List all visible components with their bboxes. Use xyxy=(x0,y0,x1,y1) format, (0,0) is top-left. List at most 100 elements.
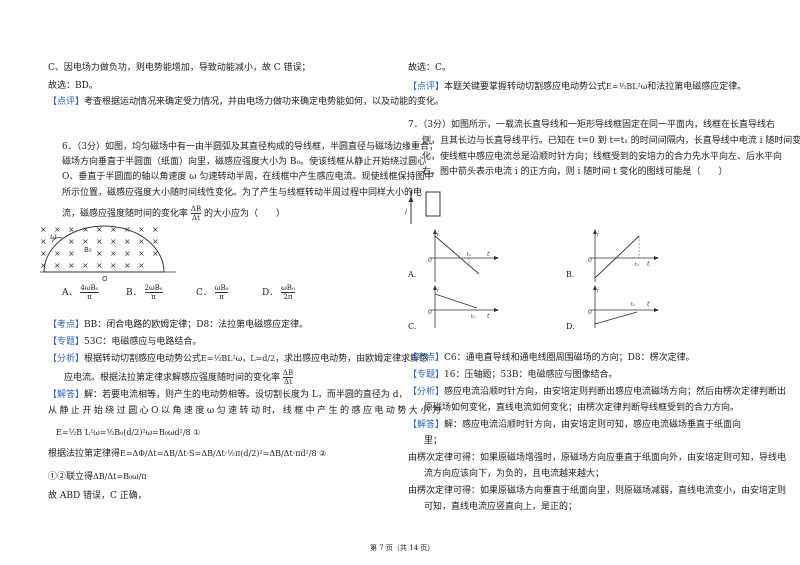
q7-setup-figure: i xyxy=(405,190,441,224)
svg-text:×: × xyxy=(138,261,145,270)
right-jieda-7: 可知，直线电流应竖直向上，是正的； xyxy=(424,502,578,512)
r-jieda-text-2: 感应电流沿顺时针方向，由安培定则可知，感应电流磁场垂直于纸面向 xyxy=(462,420,742,430)
option-c[interactable]: C． ωB₀ π xyxy=(196,284,229,301)
svg-text:×: × xyxy=(124,261,131,270)
rect-frame xyxy=(425,191,441,217)
svg-text:×: × xyxy=(152,237,159,246)
option-c-fraction: ωB₀ π xyxy=(214,284,229,301)
svg-text:×: × xyxy=(110,261,117,270)
svg-text:×: × xyxy=(124,237,131,246)
left-jieda-5: 故 ABD 错误，C 正确， xyxy=(48,491,147,501)
jieda-tag: 【解答】 xyxy=(48,390,85,400)
option-a-num: 4ωB₀ xyxy=(80,284,99,293)
svg-text:×: × xyxy=(152,249,159,258)
formula-2: E=ΔΦ/Δt=ΔB/Δt·S=ΔB/Δt·½π(d/2)²=ΔB/Δt·πd²… xyxy=(120,449,327,458)
graph-d-0: 0 xyxy=(588,309,592,316)
omega-label: ω xyxy=(50,232,57,241)
kaodian-tag: 【考点】 xyxy=(48,320,85,330)
q6-line-3: O、垂直于半圆面的轴以角速度 ω 匀速转动半周，在线框中产生感应电流。现使线框保… xyxy=(62,172,434,182)
center-o-label: O xyxy=(102,275,108,283)
svg-text:×: × xyxy=(40,261,47,270)
option-b-num: 2ωB₀ xyxy=(144,284,163,293)
r-fenxi-tag: 【分析】 xyxy=(408,387,445,397)
right-kaodian: 【考点】C6：通电直导线和通电线圈周围磁场的方向；D8：楞次定律。 xyxy=(408,352,695,365)
option-b[interactable]: B． 2ωB₀ π xyxy=(126,284,163,301)
svg-text:×: × xyxy=(54,225,61,234)
formula-1: E=½B L²ω=½B₀(d/2)²ω=B₀ωd²/8 ① xyxy=(56,428,201,437)
right-dianping: 【点评】本题关键要掌握转动切割感应电动势公式E=½BL²ω和法拉第电磁感应定律。 xyxy=(408,80,746,94)
r-jieda-text-1: 解： xyxy=(444,420,463,430)
left-jieda-2: 从 静 止 开 始 绕 过 圆 心 O 以 角 速 度 ω 匀 速 转 动 时，… xyxy=(48,406,441,416)
graph-a-0: 0 xyxy=(428,257,432,264)
svg-text:×: × xyxy=(40,225,47,234)
left-kaodian: 【考点】BB：闭合电路的欧姆定律；D8：法拉第电磁感应定律。 xyxy=(48,319,308,332)
svg-text:×: × xyxy=(96,249,103,258)
fenxi-rate-num: ΔB xyxy=(282,369,294,378)
semicircle-frame xyxy=(43,225,165,273)
option-a-label: A． xyxy=(62,288,78,298)
option-a-den: π xyxy=(87,293,92,301)
svg-text:×: × xyxy=(96,225,103,234)
q7-line-1: 7．（3分）如图所示，一载流长直导线和一矩形导线框固定在同一平面内，线框在长直导… xyxy=(408,120,775,130)
option-b-den: π xyxy=(151,293,156,301)
r-kaodian-tag: 【考点】 xyxy=(408,353,445,363)
option-c-label: C． xyxy=(196,288,212,298)
fenxi-rate-fraction: ΔB Δt xyxy=(282,369,294,386)
current-arrow-icon xyxy=(408,196,414,202)
kaodian-text: BB：闭合电路的欧姆定律；D8：法拉第电磁感应定律。 xyxy=(84,320,309,330)
formula-3: ΔB/Δt=B₀ω/π xyxy=(93,472,147,481)
svg-text:×: × xyxy=(68,237,75,246)
q6-line-4: 所示位置，磁感应强度大小随时间线性变化。为了产生与线框转动半周过程中同样大小的电 xyxy=(62,188,423,198)
rate-num: ΔB xyxy=(190,205,202,214)
option-b-label: B． xyxy=(126,288,142,298)
jieda-text-4: ①②联立得 xyxy=(48,472,94,482)
r-zhuanti-text: 16：压轴题；53B：电磁感应与图像结合。 xyxy=(444,370,618,380)
svg-text:×: × xyxy=(54,249,61,258)
graph-d-t: t xyxy=(647,301,650,308)
graph-a-t: t xyxy=(487,251,490,258)
option-b-fraction: 2ωB₀ π xyxy=(144,284,163,301)
graph-c: i 0 t₁ t xyxy=(428,285,499,328)
option-c-num: ωB₀ xyxy=(214,284,229,293)
graph-d-i: i xyxy=(597,287,599,294)
dianping-text: 考查根据运动情况来确定受力情况，并由电场力做功来确定电势能如何，以及动能的变化。 xyxy=(84,97,445,107)
graph-d-label[interactable]: D. xyxy=(566,322,575,331)
wire-current-label: i xyxy=(405,208,407,216)
left-dianping: 【点评】考查根据运动情况来确定受力情况，并由电场力做功来确定电势能如何，以及动能… xyxy=(48,96,444,109)
graph-b-0: 0 xyxy=(588,257,592,264)
fenxi-text-1b: ，求出感应电动势，由欧姆定律求解感 xyxy=(275,354,429,364)
option-d-num: ωB₀ xyxy=(281,284,295,293)
svg-text:×: × xyxy=(96,261,103,270)
r-dianping-formula: E=½BL²ω xyxy=(606,82,648,91)
left-line-2: 故选：BD。 xyxy=(48,81,98,91)
graph-b-label[interactable]: B. xyxy=(566,270,575,279)
graph-a-label[interactable]: A. xyxy=(408,270,417,279)
svg-text:×: × xyxy=(68,225,75,234)
fenxi-rate-den: Δt xyxy=(284,378,292,386)
graph-a-i: i xyxy=(437,231,439,238)
svg-text:×: × xyxy=(96,237,103,246)
q6-line-5: 流，磁感应强度随时间的变化率 ΔB Δt 的大小应为（ ） xyxy=(62,205,285,222)
rate-den: Δt xyxy=(192,214,200,222)
graph-c-label[interactable]: C. xyxy=(408,322,417,331)
zhuanti-text: 53C：电磁感应与电路结合。 xyxy=(84,337,202,347)
graph-c-t: t xyxy=(487,313,490,320)
option-a-fraction: 4ωB₀ π xyxy=(80,284,99,301)
jieda-text-3: 根据法拉第定律得 xyxy=(48,449,121,459)
left-jieda-3: 根据法拉第定律得E=ΔΦ/Δt=ΔB/Δt·S=ΔB/Δt·½π(d/2)²=Δ… xyxy=(48,447,326,461)
right-fenxi-2: 原磁场如何变化，直线电流如何变化；由楞次定律判断导线框受到的合力方向。 xyxy=(424,403,740,413)
b0-label: B₀ xyxy=(84,246,92,254)
jieda-text-1: 解：若要电流相等，则产生的电动势相等。设切割长度为 L，而半圆的直径为 d， xyxy=(84,390,408,400)
svg-text:×: × xyxy=(124,249,131,258)
rate-fraction: ΔB Δt xyxy=(190,205,202,222)
q6-figure: ××××××××× ×××××××× ×××××××× ×××××××× ω B… xyxy=(40,225,176,283)
svg-text:×: × xyxy=(110,249,117,258)
r-fenxi-text-1: 感应电流沿顺时针方向，由安培定则判断出感应电流磁场方向；然后由楞次定律判断出 xyxy=(444,387,787,397)
svg-text:×: × xyxy=(40,237,47,246)
option-a[interactable]: A． 4ωB₀ π xyxy=(62,284,99,301)
svg-text:×: × xyxy=(82,237,89,246)
option-d[interactable]: D． ωB₀ 2π xyxy=(262,284,295,301)
graph-a: i 0 t₁ t xyxy=(428,229,499,282)
dianping-tag: 【点评】 xyxy=(48,97,85,107)
graph-d-t1: t₁ xyxy=(631,302,635,308)
